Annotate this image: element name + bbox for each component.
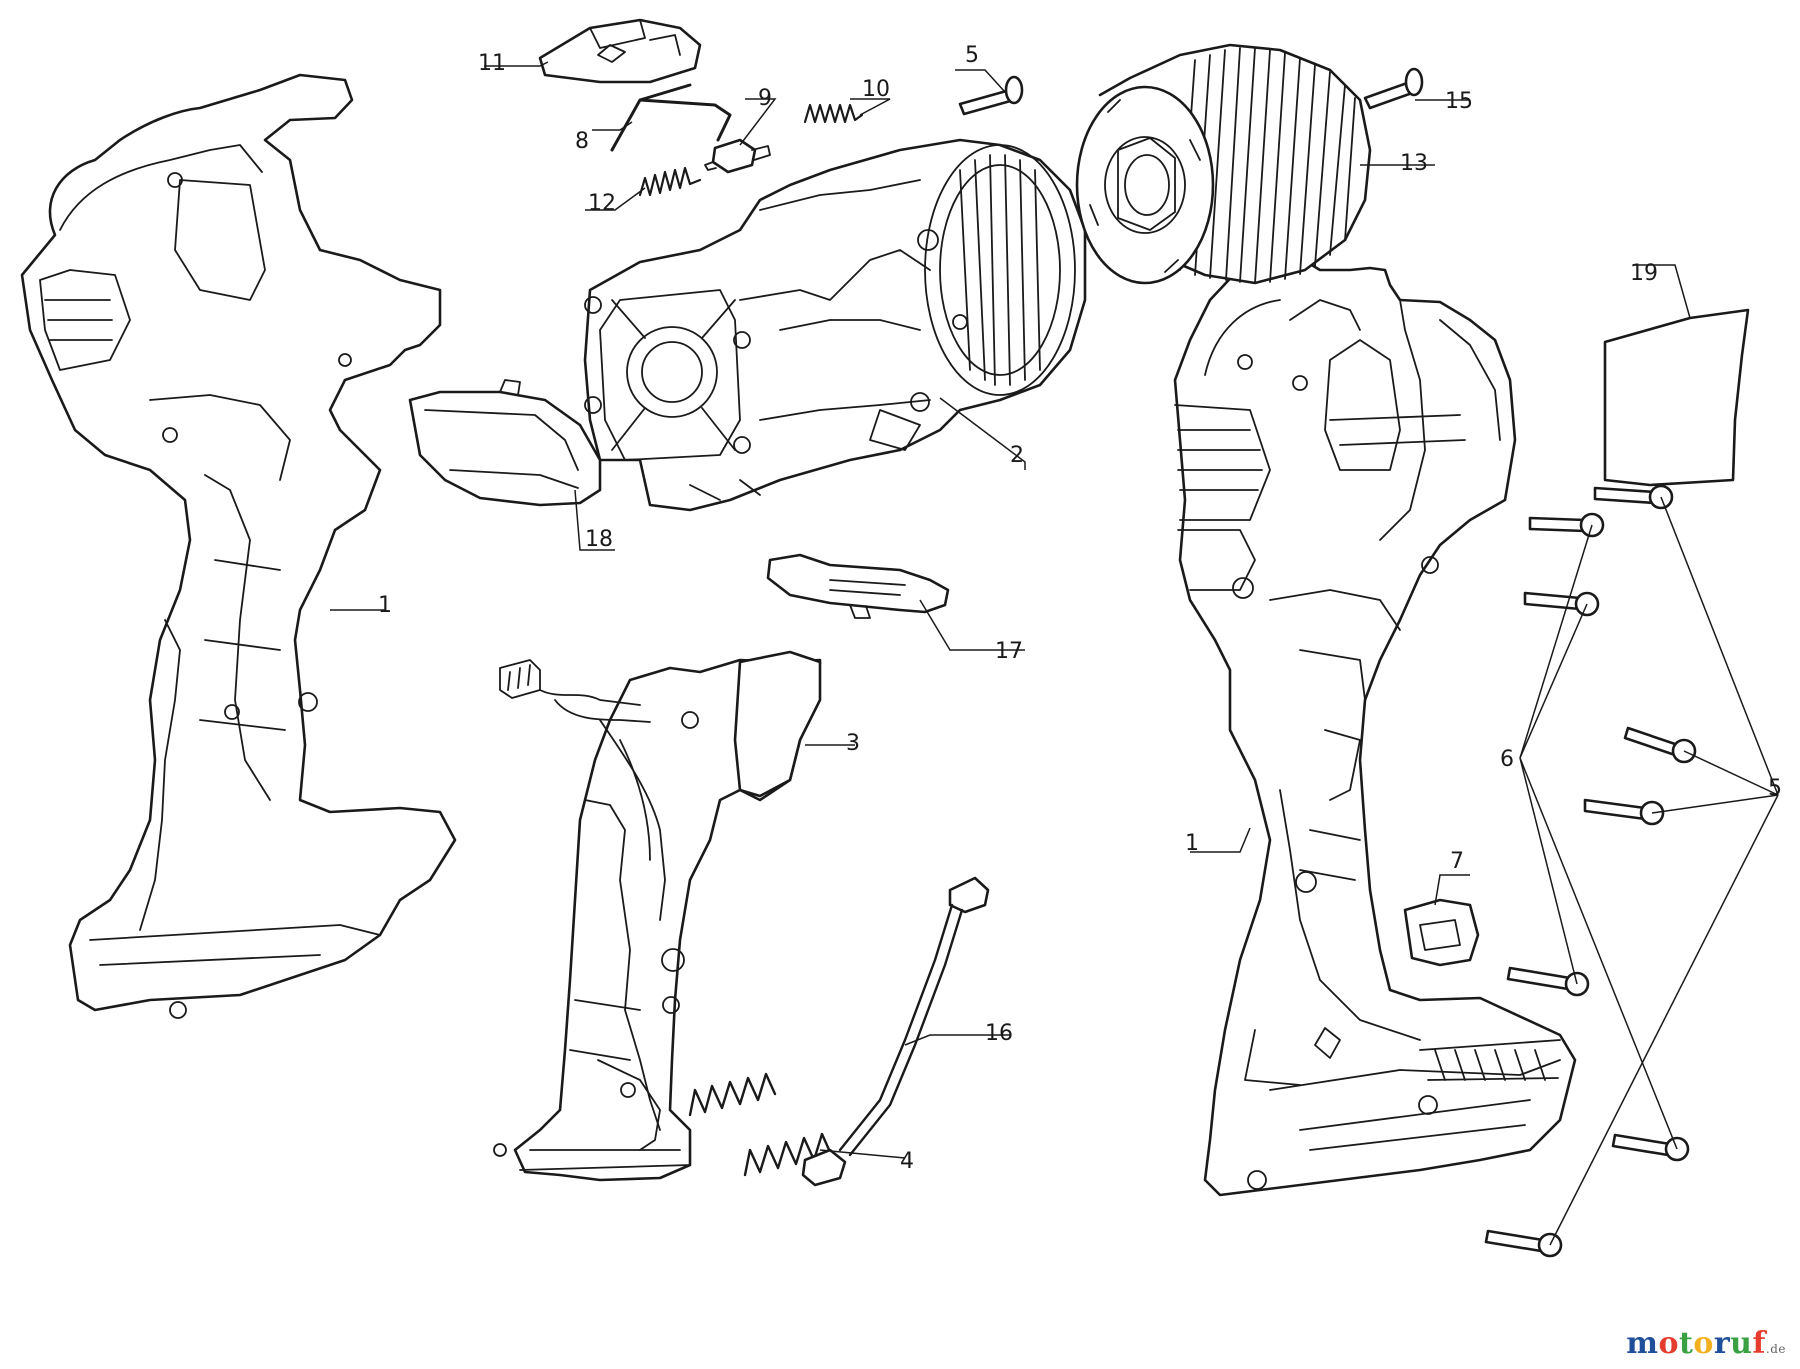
logo-suffix: .de: [1765, 1342, 1786, 1356]
label-part-19: [1603, 308, 1750, 487]
motoruf-logo: motoruf.de: [1626, 1326, 1786, 1361]
wire-spring-part-8: [610, 83, 732, 152]
side-cover-part-18: [408, 379, 602, 507]
motor-gearbox-assembly: [583, 138, 1087, 512]
callout-labels: 11 8 9 10 12 5 15 13 19 2 18 17 1 3 16 4…: [378, 43, 1782, 1174]
clip-part-7: [1403, 898, 1480, 967]
screws-parts-5-6: [1484, 484, 1697, 1258]
logo-letter: f: [1752, 1326, 1766, 1361]
callout-5-top: 5: [965, 43, 979, 68]
callout-15: 15: [1445, 89, 1473, 114]
callout-8: 8: [575, 129, 589, 154]
callout-4: 4: [900, 1149, 914, 1174]
leader-lines: [330, 61, 1779, 1246]
spring-part-12: [638, 166, 702, 197]
wire-harness-part-16: [801, 876, 990, 1187]
screw-part-15: [1363, 67, 1424, 110]
callout-5-right: 5: [1768, 776, 1782, 801]
screw-part-5-top: [958, 75, 1024, 116]
callout-1-right: 1: [1185, 831, 1199, 856]
spring-part-10: [803, 103, 864, 124]
left-housing-half: [20, 73, 457, 1019]
callout-16: 16: [985, 1021, 1013, 1046]
logo-letter: r: [1713, 1326, 1731, 1361]
callout-6: 6: [1500, 747, 1514, 772]
switch-module-part-3: [493, 650, 822, 1182]
callout-10: 10: [862, 77, 890, 102]
callout-2: 2: [1010, 443, 1024, 468]
logo-letter: u: [1730, 1326, 1753, 1361]
callout-12: 12: [588, 191, 616, 216]
logo-letter: t: [1678, 1326, 1694, 1361]
callout-11: 11: [478, 51, 506, 76]
switch-cover-part-11: [538, 18, 702, 84]
callout-19: 19: [1630, 261, 1658, 286]
right-housing-assembly: [1173, 253, 1577, 1197]
callout-18: 18: [585, 527, 613, 552]
slider-part-17: [766, 553, 950, 619]
logo-letter: o: [1693, 1326, 1714, 1361]
logo-letter: o: [1658, 1326, 1679, 1361]
logo-letter: m: [1626, 1326, 1659, 1361]
callout-9: 9: [758, 86, 772, 111]
keyless-chuck: [1075, 43, 1372, 285]
selector-part-9: [704, 138, 771, 174]
callout-1-left: 1: [378, 593, 392, 618]
logo-letters: motoruf: [1626, 1326, 1766, 1361]
callout-17: 17: [995, 639, 1023, 664]
callout-13: 13: [1400, 151, 1428, 176]
springs-part-4: [688, 1072, 832, 1177]
callout-7: 7: [1450, 849, 1464, 874]
callout-3: 3: [846, 731, 860, 756]
